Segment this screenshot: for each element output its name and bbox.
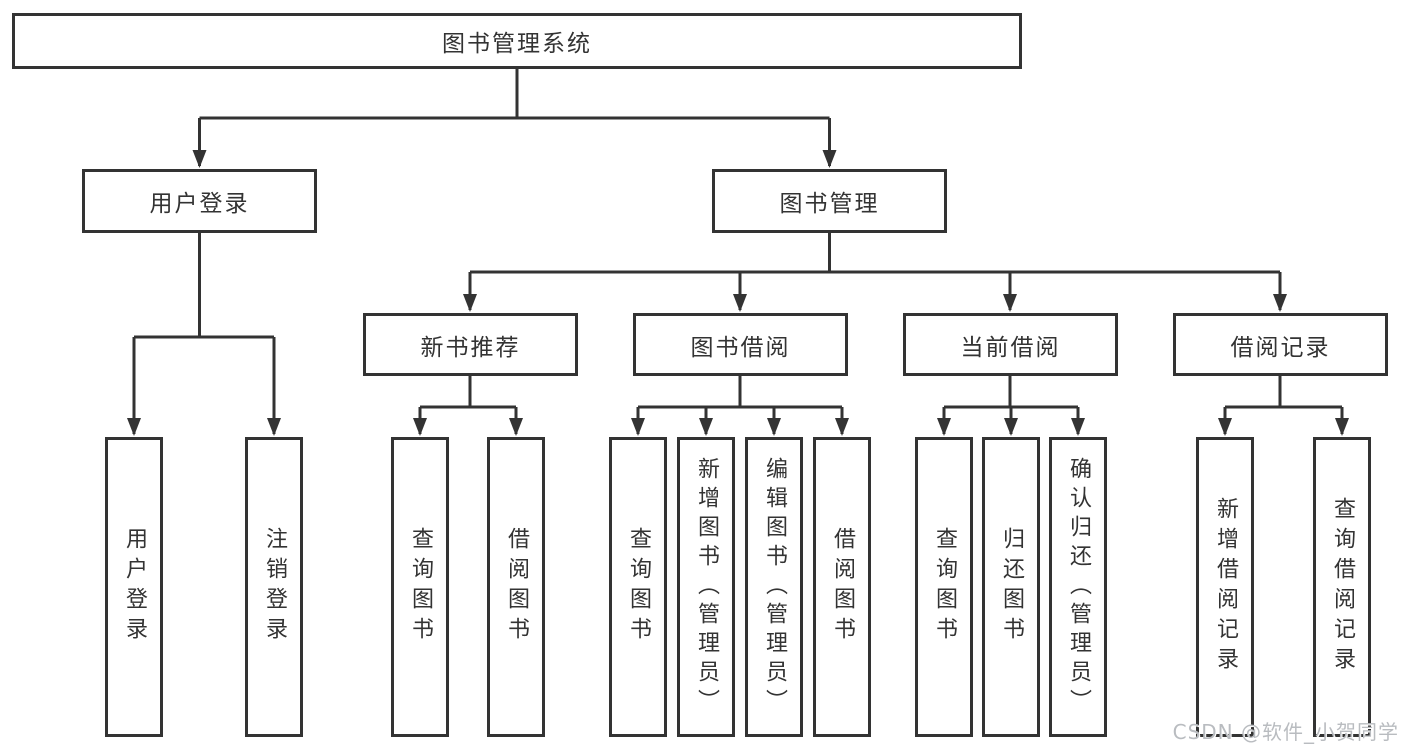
leaf-query-borrow-record: 查询借阅记录 [1313, 437, 1371, 737]
node-current-borrowing: 当前借阅 [903, 313, 1118, 376]
leaf-return-books: 归还图书 [982, 437, 1040, 737]
node-book-borrowing: 图书借阅 [633, 313, 848, 376]
leaf-user-login: 用户登录 [105, 437, 163, 737]
leaf-query-books-recommendation: 查询图书 [391, 437, 449, 737]
leaf-edit-books-admin: 编辑图书（管理员） [745, 437, 803, 737]
leaf-borrow-books-borrowing: 借阅图书 [813, 437, 871, 737]
node-user-login: 用户登录 [82, 169, 317, 233]
connector-trunks [134, 69, 1342, 409]
leaf-query-books-borrowing: 查询图书 [609, 437, 667, 737]
leaf-add-books-admin: 新增图书（管理员） [677, 437, 735, 737]
node-borrowing-records: 借阅记录 [1173, 313, 1388, 376]
node-library-management-system: 图书管理系统 [12, 13, 1022, 69]
node-new-book-recommendation: 新书推荐 [363, 313, 578, 376]
csdn-watermark: CSDN @软件_小贺同学 [1172, 720, 1399, 744]
leaf-query-books-current: 查询图书 [915, 437, 973, 737]
leaf-borrow-books-recommendation: 借阅图书 [487, 437, 545, 737]
leaf-add-borrow-record: 新增借阅记录 [1196, 437, 1254, 737]
leaf-logout: 注销登录 [245, 437, 303, 737]
leaf-confirm-return-admin: 确认归还（管理员） [1049, 437, 1107, 737]
node-book-management: 图书管理 [712, 169, 947, 233]
